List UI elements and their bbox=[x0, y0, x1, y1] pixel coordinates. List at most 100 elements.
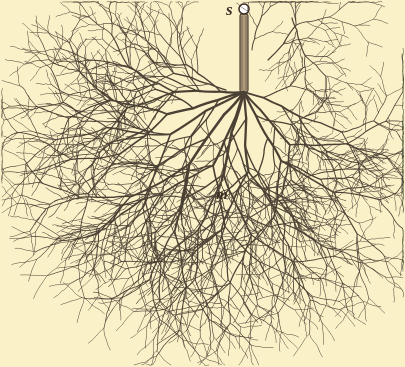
branch-segment bbox=[389, 172, 395, 174]
branch-segment bbox=[337, 37, 339, 42]
branch-segment bbox=[27, 142, 34, 143]
branch-segment bbox=[146, 339, 154, 347]
branch-segment bbox=[236, 3, 240, 6]
branch-segment bbox=[146, 365, 149, 366]
branch-segment bbox=[213, 144, 220, 150]
branch-segment bbox=[284, 277, 287, 281]
branch-segment bbox=[306, 154, 308, 161]
branch-segment bbox=[329, 331, 335, 341]
branch-segment bbox=[211, 248, 214, 253]
branch-segment bbox=[336, 323, 341, 329]
branch-segment bbox=[81, 16, 86, 17]
branch-segment bbox=[295, 67, 296, 72]
branch-segment bbox=[266, 217, 269, 223]
branch-segment bbox=[374, 270, 383, 278]
branch-segment bbox=[370, 66, 374, 70]
branch-segment bbox=[320, 304, 330, 307]
branch-segment bbox=[389, 123, 390, 128]
branch-segment bbox=[342, 22, 344, 28]
branch-segment bbox=[229, 310, 230, 324]
branch-segment bbox=[12, 227, 22, 232]
branch-segment bbox=[169, 280, 179, 290]
branch-segment bbox=[318, 20, 327, 26]
branch-segment bbox=[221, 304, 222, 318]
branch-segment bbox=[369, 149, 373, 150]
branch-segment bbox=[216, 354, 221, 360]
branch-segment bbox=[182, 225, 184, 238]
branch-segment bbox=[394, 226, 395, 232]
branch-segment bbox=[78, 163, 79, 171]
branch-segment bbox=[10, 71, 18, 76]
branch-segment bbox=[202, 29, 204, 35]
branch-segment bbox=[80, 156, 86, 163]
branch-segment bbox=[77, 310, 80, 323]
branch-segment bbox=[31, 100, 37, 107]
branch-segment bbox=[394, 283, 400, 288]
branch-segment bbox=[146, 326, 147, 337]
branch-segment bbox=[225, 236, 232, 237]
branch-segment bbox=[174, 91, 197, 92]
branch-segment bbox=[321, 309, 324, 315]
branch-segment bbox=[271, 303, 272, 312]
branch-segment bbox=[325, 138, 333, 139]
branch-segment bbox=[258, 255, 264, 260]
branch-segment bbox=[283, 33, 288, 34]
branch-segment bbox=[192, 343, 200, 344]
branch-segment bbox=[296, 229, 297, 242]
branch-segment bbox=[37, 30, 38, 37]
branch-segment bbox=[121, 298, 123, 304]
branch-segment bbox=[118, 251, 125, 252]
branch-segment bbox=[187, 313, 188, 324]
branch-segment bbox=[136, 306, 145, 311]
branch-segment bbox=[119, 287, 124, 296]
branch-segment bbox=[128, 209, 131, 223]
branch-segment bbox=[303, 263, 309, 271]
branch-segment bbox=[214, 337, 220, 344]
branch-segment bbox=[330, 89, 334, 90]
branch-segment bbox=[40, 202, 50, 204]
branch-segment bbox=[324, 290, 327, 303]
branch-segment bbox=[295, 134, 296, 139]
branch-segment bbox=[386, 121, 397, 125]
branch-segment bbox=[333, 256, 344, 258]
branch-segment bbox=[82, 298, 92, 299]
branch-segment bbox=[47, 64, 54, 66]
branch-segment bbox=[131, 194, 146, 195]
branch-segment bbox=[96, 164, 102, 167]
branch-segment bbox=[308, 33, 313, 38]
branch-segment bbox=[289, 286, 296, 295]
branch-segment bbox=[250, 187, 259, 188]
branch-segment bbox=[390, 158, 396, 162]
branch-segment bbox=[199, 288, 210, 290]
branch-segment bbox=[350, 320, 355, 326]
branch-segment bbox=[14, 204, 18, 215]
branch-segment bbox=[191, 37, 196, 47]
branch-segment bbox=[150, 319, 151, 329]
branch-segment bbox=[347, 136, 353, 137]
branch-segment bbox=[136, 61, 140, 72]
branch-segment bbox=[185, 294, 192, 299]
branch-segment bbox=[289, 341, 297, 349]
branch-segment bbox=[134, 311, 151, 312]
branch-segment bbox=[71, 298, 82, 301]
branch-segment bbox=[375, 238, 383, 239]
branch-segment bbox=[122, 39, 127, 41]
branch-segment bbox=[103, 295, 112, 299]
branch-segment bbox=[128, 268, 131, 277]
branch-segment bbox=[359, 129, 362, 132]
branch-segment bbox=[200, 309, 202, 323]
branch-segment bbox=[218, 297, 225, 301]
branch-segment bbox=[102, 203, 112, 205]
branch-segment bbox=[114, 163, 128, 164]
branch-segment bbox=[165, 324, 168, 332]
branch-segment bbox=[59, 226, 66, 228]
branch-segment bbox=[2, 134, 6, 137]
branch-segment bbox=[236, 207, 238, 216]
branch-segment bbox=[292, 120, 300, 125]
branch-segment bbox=[86, 42, 91, 47]
branch-segment bbox=[300, 102, 301, 108]
branch-segment bbox=[317, 39, 326, 41]
branch-segment bbox=[149, 97, 156, 99]
branch-segment bbox=[398, 192, 403, 194]
branch-segment bbox=[80, 244, 87, 246]
